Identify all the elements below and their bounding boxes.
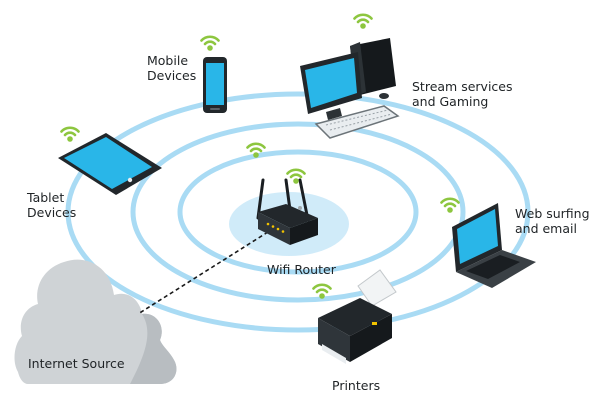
wifi-icon xyxy=(440,197,460,214)
tablet-icon xyxy=(58,133,162,195)
label-line: Wifi Router xyxy=(267,262,336,277)
signal-ring-middle xyxy=(130,121,466,303)
printers-label: Printers xyxy=(332,378,380,393)
web-email-label: Web surfing and email xyxy=(515,206,590,236)
wifi-icon xyxy=(286,168,306,185)
label-line: Tablet xyxy=(27,190,65,205)
wifi-router-label: Wifi Router xyxy=(267,262,336,277)
mobile-devices-label: Mobile Devices xyxy=(147,53,196,83)
wifi-icon xyxy=(60,126,80,143)
label-line: Internet Source xyxy=(28,356,125,371)
stream-gaming-label: Stream services and Gaming xyxy=(412,79,513,109)
printer-icon xyxy=(318,269,397,364)
internet-source-label: Internet Source xyxy=(28,356,125,371)
smartphone-icon xyxy=(203,57,227,113)
wifi-router-icon xyxy=(256,178,318,245)
label-line: Mobile xyxy=(147,53,189,68)
label-line: Devices xyxy=(147,68,197,83)
laptop-icon xyxy=(452,203,536,288)
label-line: and email xyxy=(515,221,577,236)
wifi-icon xyxy=(200,35,220,52)
cloud-icon xyxy=(14,259,177,384)
wifi-icon xyxy=(353,13,373,30)
label-line: Stream services xyxy=(412,79,513,94)
signal-ring-inner xyxy=(177,149,419,275)
label-line: Devices xyxy=(27,205,77,220)
cloud-shading xyxy=(130,313,177,384)
desktop-computer-icon xyxy=(300,38,400,139)
label-line: Web surfing xyxy=(515,206,590,221)
tablet-devices-label: Tablet Devices xyxy=(27,190,76,220)
signal-ring-outer xyxy=(65,91,531,333)
label-line: and Gaming xyxy=(412,94,489,109)
label-line: Printers xyxy=(332,378,381,393)
internet-link-line xyxy=(137,231,269,315)
